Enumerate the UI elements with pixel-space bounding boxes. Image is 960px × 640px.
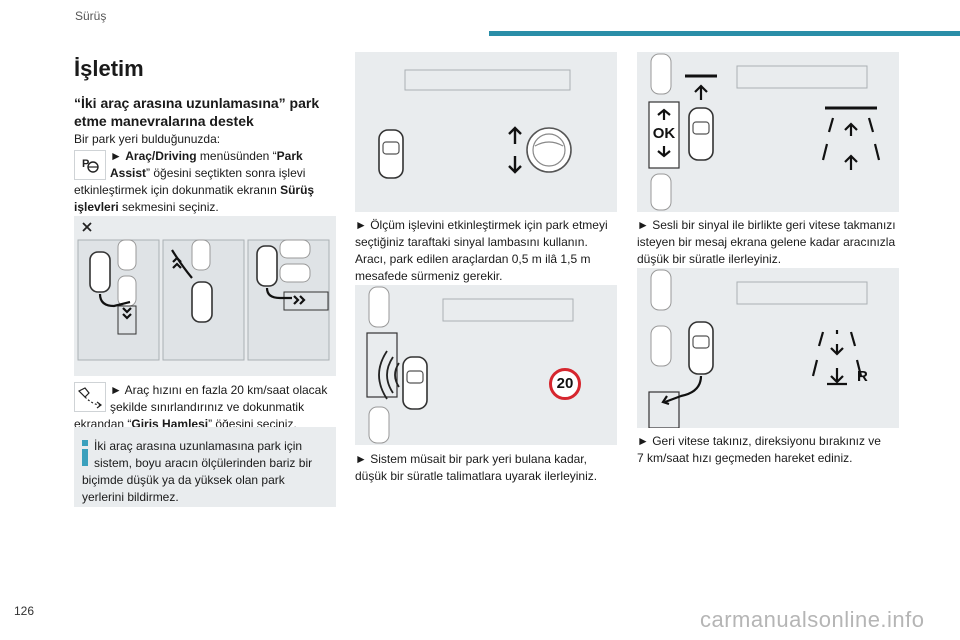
info-icon (82, 440, 88, 466)
reverse-figure (637, 268, 899, 428)
speed-step-line2: şekilde sınırlandırınız ve dokunmatik (110, 400, 305, 414)
stop-ok-figure (637, 52, 899, 212)
stop-step-line1: ► Sesli bir sinyal ile birlikte geri vit… (637, 218, 896, 232)
signal-step-line2: seçtiğiniz taraftaki sinyal lambasını ku… (355, 235, 588, 249)
maneuver-entry-icon (74, 382, 106, 412)
page-title: İşletim (74, 56, 144, 81)
advance-figure (355, 285, 617, 445)
stop-step-line3: düşük bir süratle ilerleyiniz. (637, 252, 782, 266)
section-accent-bar (489, 31, 960, 36)
ok-label: OK (652, 125, 676, 142)
section-label: Sürüş (75, 9, 107, 23)
advance-step-line1: ► Sistem müsait bir park yeri bulana kad… (355, 452, 587, 466)
signal-step-line3: Aracı, park edilen araçlardan 0,5 m ilâ … (355, 252, 591, 266)
intro-step-line1: ► Araç/Driving menüsünden “Park (110, 149, 303, 163)
advance-step-line2: düşük bir süratle talimatlara uyarak ile… (355, 469, 598, 483)
signal-step-line4: mesafede sürmeniz gerekir. (355, 269, 503, 283)
reverse-step-line1: ► Geri vitese takınız, direksiyonu bırak… (637, 434, 881, 448)
speed-step-line1: ► Araç hızını en fazla 20 km/saat olacak (110, 383, 328, 397)
info-line2: sistem, boyu aracın ölçülerinden bariz b… (94, 456, 313, 470)
reverse-step-line2: 7 km/saat hızı geçmeden hareket ediniz. (637, 451, 853, 465)
svg-text:P: P (82, 158, 89, 170)
section-subtitle: “İki araç arasına uzunlamasına” park etm… (74, 95, 320, 129)
intro-step-line4: işlevleri sekmesini seçiniz. (74, 200, 219, 214)
maneuver-options-figure (74, 216, 336, 376)
watermark: carmanualsonline.info (700, 607, 925, 632)
speed-limit-sign: 20 (549, 368, 581, 400)
info-line3: biçimde düşük ya da yüksek olan park (82, 473, 285, 487)
reverse-label: R (857, 368, 868, 385)
signal-step-line1: ► Ölçüm işlevini etkinleştirmek için par… (355, 218, 608, 232)
park-assist-icon: P (74, 150, 106, 180)
intro-line: Bir park yeri bulduğunuzda: (74, 132, 221, 146)
stop-step-line2: isteyen bir mesaj ekrana gelene kadar ar… (637, 235, 896, 249)
signal-activation-figure (355, 52, 617, 212)
info-box (74, 427, 336, 507)
intro-step-line2: Assist” öğesini seçtikten sonra işlevi (110, 166, 306, 180)
info-line4: yerlerini bildirmez. (82, 490, 179, 504)
info-line1: İki araç arasına uzunlamasına park için (94, 439, 303, 453)
intro-step-line3: etkinleştirmek için dokunmatik ekranın S… (74, 183, 315, 197)
page-number: 126 (14, 604, 35, 618)
